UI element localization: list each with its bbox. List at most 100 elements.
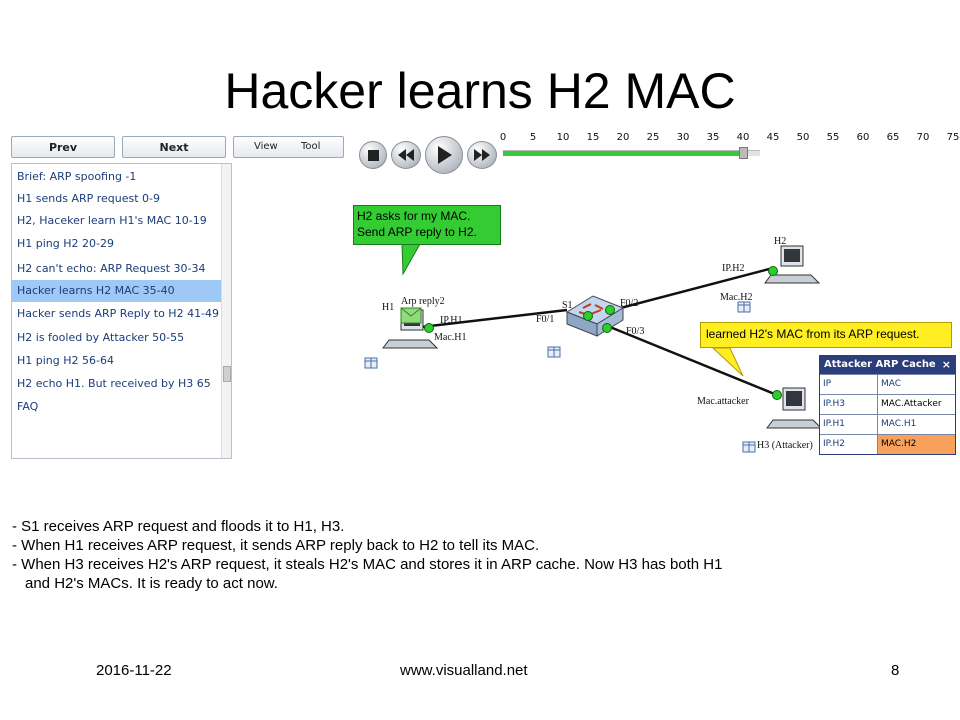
- view-menu[interactable]: View: [254, 141, 278, 152]
- arp-ip-cell: IP.H1: [820, 415, 878, 434]
- bubble-tail: [711, 347, 744, 377]
- note-line: - S1 receives ARP request and floods it …: [12, 518, 345, 535]
- arp-reply-packet-icon: [400, 307, 422, 324]
- next-button[interactable]: Next: [122, 136, 226, 158]
- arp-cache-header: Attacker ARP Cache ×: [820, 356, 955, 374]
- bubble-tail: [401, 243, 421, 276]
- scene-item[interactable]: H1 ping H2 20-29: [17, 237, 114, 250]
- slide-title: Hacker learns H2 MAC: [224, 63, 736, 119]
- stop-button[interactable]: [359, 141, 387, 169]
- port-dot: [424, 323, 434, 333]
- timeline-tick-label: 70: [916, 132, 930, 143]
- h3-computer-icon[interactable]: [766, 387, 823, 429]
- timeline-tick-label: 55: [826, 132, 840, 143]
- arp-mac-cell: MAC.H1: [881, 419, 917, 429]
- table-row: IP.H3 MAC.Attacker: [820, 394, 955, 414]
- scene-item[interactable]: H2, Haceker learn H1's MAC 10-19: [17, 214, 207, 227]
- stop-icon: [367, 149, 379, 161]
- scene-item[interactable]: Hacker sends ARP Reply to H2 41-49: [17, 307, 220, 320]
- link-s1-h3: [609, 325, 778, 397]
- timeline-tick-label: 30: [676, 132, 690, 143]
- arp-cache-title: Attacker ARP Cache: [824, 359, 936, 370]
- scene-item[interactable]: Brief: ARP spoofing -1: [17, 170, 137, 183]
- mac-h1-label: Mac.H1: [434, 332, 467, 343]
- timeline-tick-label: 20: [616, 132, 630, 143]
- play-button[interactable]: [425, 136, 463, 174]
- packet-label: Arp reply2: [401, 296, 445, 307]
- scene-item-selected[interactable]: Hacker learns H2 MAC 35-40: [12, 280, 221, 302]
- footer-date: 2016-11-22: [96, 662, 172, 679]
- note-line: - When H1 receives ARP request, it sends…: [12, 537, 540, 554]
- arp-ip-cell: IP.H3: [820, 395, 878, 414]
- arp-ip-cell: IP.H2: [820, 435, 878, 454]
- prev-button[interactable]: Prev: [11, 136, 115, 158]
- table-icon[interactable]: [364, 357, 378, 369]
- s1-label: S1: [562, 300, 573, 311]
- timeline-thumb[interactable]: [739, 147, 748, 159]
- footer-url: www.visualland.net: [400, 662, 528, 679]
- h2-label: H2: [774, 236, 787, 247]
- port-f01-label: F0/1: [536, 314, 555, 325]
- timeline-tick-label: 15: [586, 132, 600, 143]
- h3-speech-bubble: learned H2's MAC from its ARP request.: [700, 322, 952, 348]
- list-scrollbar[interactable]: [221, 164, 231, 458]
- scene-item[interactable]: H2 is fooled by Attacker 50-55: [17, 331, 185, 344]
- link-s1-h2: [612, 266, 774, 312]
- timeline-tick-label: 65: [886, 132, 900, 143]
- timeline-progress: [503, 151, 743, 156]
- arp-mac-cell-highlighted: MAC.H2: [878, 435, 955, 454]
- arp-col-ip: IP: [820, 375, 878, 394]
- timeline-tick-label: 50: [796, 132, 810, 143]
- scene-item[interactable]: H1 ping H2 56-64: [17, 354, 114, 367]
- timeline-tick-label: 5: [529, 132, 537, 143]
- network-diagram: [364, 243, 823, 453]
- port-dot: [602, 323, 612, 333]
- port-f02-label: F0/2: [620, 298, 639, 309]
- port-dot: [772, 390, 782, 400]
- close-icon[interactable]: ×: [941, 358, 951, 371]
- play-icon: [438, 146, 452, 164]
- scene-item[interactable]: H1 sends ARP request 0-9: [17, 192, 161, 205]
- table-icon[interactable]: [547, 346, 561, 358]
- timeline-tick-label: 10: [556, 132, 570, 143]
- arp-cache-column-headers: IP MAC: [820, 374, 955, 394]
- rewind-icon: [398, 149, 414, 161]
- timeline-tick-label: 75: [946, 132, 960, 143]
- scene-item[interactable]: FAQ: [17, 400, 39, 413]
- scene-list: Brief: ARP spoofing -1 H1 sends ARP requ…: [11, 163, 232, 459]
- note-line: - When H3 receives H2's ARP request, it …: [12, 556, 723, 573]
- view-tool-menu: View Tool: [233, 136, 344, 158]
- page-number: 8: [891, 662, 900, 679]
- timeline-tick-label: 60: [856, 132, 870, 143]
- timeline-tick-label: 25: [646, 132, 660, 143]
- table-icon[interactable]: [737, 301, 751, 313]
- scene-item[interactable]: H2 can't echo: ARP Request 30-34: [17, 262, 206, 275]
- h2-speech-bubble: H2 asks for my MAC. Send ARP reply to H2…: [353, 205, 501, 245]
- h1-label: H1: [382, 302, 395, 313]
- table-icon[interactable]: [742, 441, 756, 453]
- fast-forward-icon: [474, 149, 490, 161]
- table-row: IP.H1 MAC.H1: [820, 414, 955, 434]
- port-dot: [768, 266, 778, 276]
- port-f03-label: F0/3: [626, 326, 645, 337]
- ip-h1-label: IP.H1: [440, 315, 463, 326]
- list-scroll-thumb[interactable]: [223, 366, 231, 382]
- arp-mac-cell: MAC.Attacker: [881, 399, 942, 409]
- tool-menu[interactable]: Tool: [301, 141, 321, 152]
- ip-h2-label: IP.H2: [722, 263, 745, 274]
- mac-attacker-label: Mac.attacker: [697, 396, 749, 407]
- arp-col-mac: MAC: [881, 379, 902, 389]
- timeline-tick-label: 45: [766, 132, 780, 143]
- port-dot: [583, 311, 593, 321]
- h2-computer-icon[interactable]: [764, 245, 821, 284]
- fast-forward-button[interactable]: [467, 141, 497, 169]
- scene-item[interactable]: H2 echo H1. But received by H3 65: [17, 377, 211, 390]
- attacker-arp-cache-panel: Attacker ARP Cache × IP MAC IP.H3 MAC.At…: [819, 355, 956, 455]
- h3-label: H3 (Attacker): [757, 440, 813, 451]
- port-dot: [605, 305, 615, 315]
- explanation-notes: - S1 receives ARP request and floods it …: [12, 517, 942, 593]
- rewind-button[interactable]: [391, 141, 421, 169]
- note-line: and H2's MACs. It is ready to act now.: [25, 575, 278, 592]
- timeline-track[interactable]: [503, 150, 760, 156]
- timeline-tick-label: 40: [736, 132, 750, 143]
